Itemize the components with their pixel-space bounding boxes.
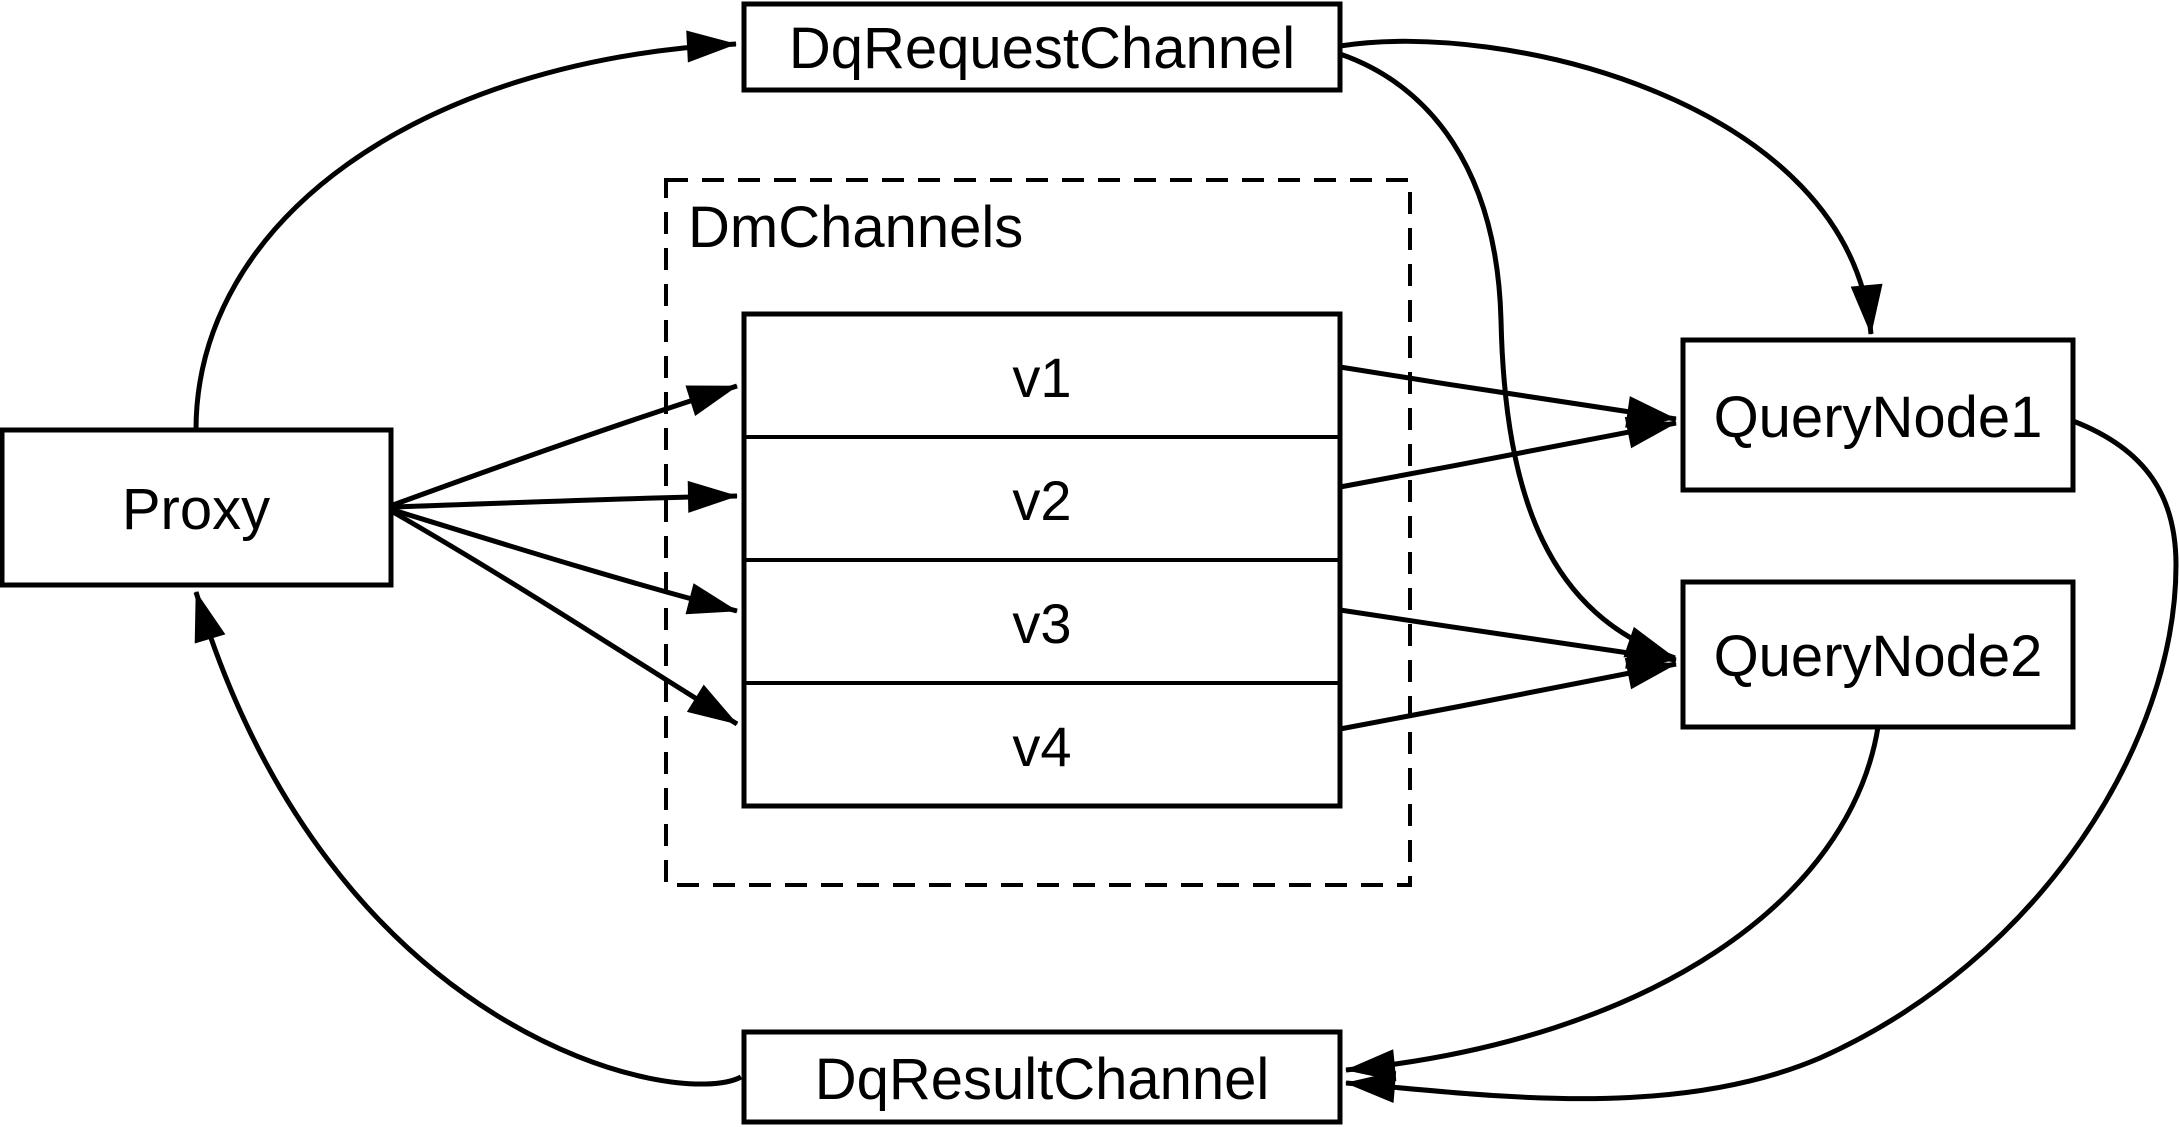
node-proxy: Proxy <box>0 427 394 588</box>
edge-proxy-to-v4 <box>391 509 739 727</box>
dq-result-channel-node-label: DqResultChannel <box>815 1047 1270 1112</box>
edge-group <box>193 30 2179 1103</box>
dq-result-channel-node-border <box>741 1029 1343 1125</box>
edge-proxy-to-v1 <box>392 383 738 508</box>
edge-v1-to-query-node-1 <box>1339 364 1677 428</box>
edge-dq-result-channel-to-proxy <box>193 591 743 1087</box>
edge-dq-request-channel-to-query-node-2 <box>1339 51 1676 661</box>
edge-query-node-2-to-dq-result-channel <box>1345 726 1881 1082</box>
channel-row-label-v3: v3 <box>1012 592 1071 655</box>
query-node-2-label: QueryNode2 <box>1714 624 2043 689</box>
node-dq-result-channel: DqResultChannel <box>741 1029 1343 1125</box>
query-node-2-border <box>1680 579 2076 730</box>
channel-row-label-v4: v4 <box>1012 715 1071 778</box>
dq-request-channel-node-label: DqRequestChannel <box>789 16 1295 81</box>
dm-channels-group-label: DmChannels <box>688 195 1023 260</box>
proxy-node-label: Proxy <box>122 477 270 542</box>
channel-row-label-v2: v2 <box>1012 469 1071 532</box>
node-dq-request-channel: DqRequestChannel <box>741 1 1343 93</box>
proxy-node-border <box>0 427 394 588</box>
node-query-node-2: QueryNode2 <box>1680 579 2076 730</box>
channel-table: v1 v2 v3 v4 <box>741 311 1343 809</box>
node-query-node-1: QueryNode1 <box>1680 337 2076 493</box>
edge-dq-request-channel-to-query-node-1 <box>1339 38 1883 335</box>
edge-v3-to-query-node-2 <box>1339 607 1677 669</box>
edge-v4-to-query-node-2 <box>1339 657 1677 732</box>
edge-proxy-to-v3 <box>392 507 738 615</box>
edge-query-node-1-to-dq-result-channel <box>1345 418 2179 1103</box>
dm-channels-group-border <box>664 178 1412 887</box>
edge-v2-to-query-node-1 <box>1339 416 1677 490</box>
query-node-1-border <box>1680 337 2076 493</box>
edge-proxy-to-dq-request-channel <box>193 30 737 431</box>
channel-row-label-v1: v1 <box>1012 346 1071 409</box>
dm-channels-group: DmChannels <box>664 178 1412 887</box>
query-node-1-label: QueryNode1 <box>1714 385 2043 450</box>
dq-request-channel-node-border <box>741 1 1343 93</box>
edge-proxy-to-v2 <box>392 480 738 513</box>
